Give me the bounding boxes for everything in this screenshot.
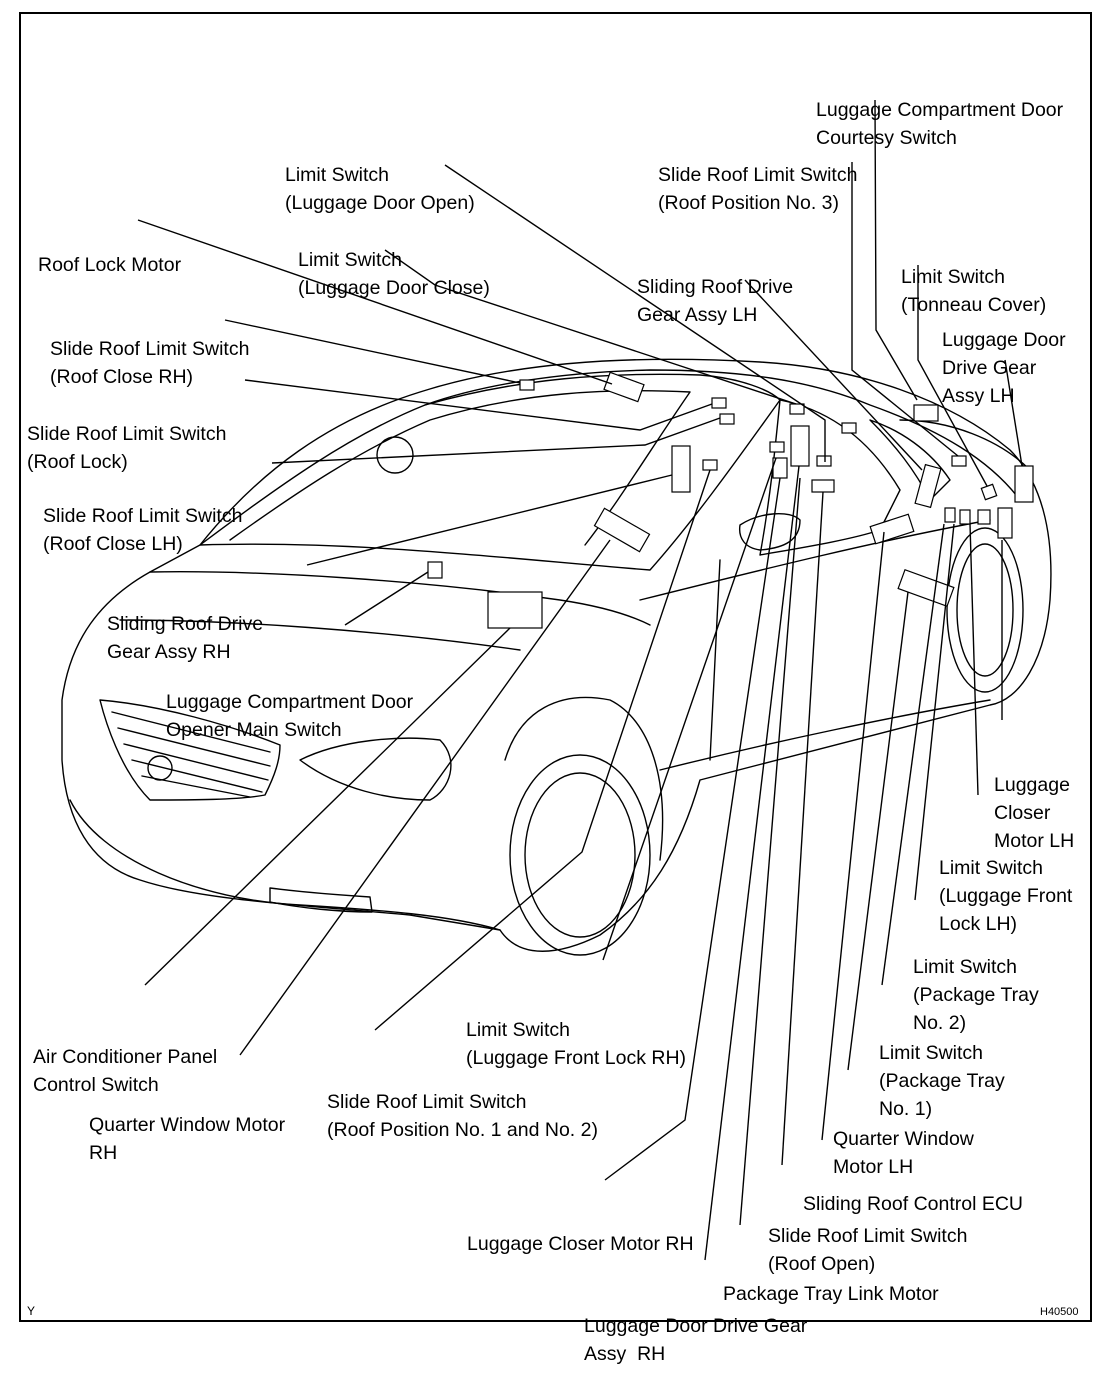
- switch-roof-pos12: [702, 459, 718, 471]
- headlight: [299, 737, 452, 801]
- opener-main-switch: [487, 591, 543, 629]
- label-limit-door-open: Limit Switch(Luggage Door Open): [285, 164, 475, 214]
- leader-roof-lock-motor: [137, 219, 613, 385]
- car-body-outline: [61, 358, 1052, 952]
- switch-package-tray-1: [841, 422, 857, 434]
- grille: [99, 699, 281, 801]
- switch-luggage-door-close: [789, 403, 805, 415]
- switch-roof-pos3: [951, 455, 967, 467]
- label-limit-tonneau: Limit Switch(Tonneau Cover): [901, 266, 1047, 316]
- leader-tonneau: [917, 265, 988, 487]
- luggage-closer-motor-lh-box: [977, 509, 991, 525]
- luggage-door-drive-lh: [1014, 465, 1034, 503]
- leader-slide-roof-lock: [244, 379, 713, 431]
- switch-tonneau: [980, 483, 998, 501]
- label-limit-front-lock-rh: Limit Switch(Luggage Front Lock RH): [466, 1019, 687, 1069]
- windshield-inner: [229, 390, 691, 546]
- leader-tray-link: [739, 477, 801, 1226]
- figure-code: H40500: [1040, 1306, 1079, 1318]
- leader-lug-door-gear-lh: [1004, 359, 1023, 467]
- leader-lug-opener: [344, 571, 429, 626]
- leader-limit-tray2: [914, 523, 955, 901]
- windshield-outline: [199, 373, 781, 571]
- door-line: [709, 559, 721, 761]
- leader-lug-door-gear-rh: [704, 465, 800, 1261]
- front-wheel: [509, 754, 651, 956]
- hood-line: [149, 571, 651, 626]
- leader-quarter-lh: [847, 591, 909, 1071]
- label-slide-roof-close-rh: Slide Roof Limit Switch(Roof Close RH): [50, 338, 250, 388]
- leader-closer-rh: [604, 477, 781, 1181]
- leader-roof-ecu: [821, 531, 885, 1141]
- leader-lug-courtesy: [874, 99, 918, 401]
- emblem: [147, 755, 173, 781]
- roof-lock-motor: [603, 371, 645, 403]
- leader-limit-front-lh: [969, 523, 979, 796]
- switch-roof-close-rh: [519, 379, 535, 391]
- switch-lug-courtesy: [913, 404, 939, 422]
- car-illustration: [61, 99, 1052, 1261]
- fog-lamp: [269, 887, 373, 913]
- leader-slide-open: [781, 491, 824, 1166]
- switch-luggage-door-open: [816, 455, 832, 467]
- leader-limit-open: [444, 164, 826, 462]
- leader-slide-close-lh: [271, 417, 721, 464]
- label-luggage-closer-rh: Luggage Closer Motor RH: [467, 1233, 694, 1255]
- leader-limit-close: [384, 249, 797, 405]
- label-limit-door-close: Limit Switch(Luggage Door Close): [298, 249, 490, 299]
- switch-front-lock-lh: [959, 509, 971, 525]
- rear-quarter-window: [869, 419, 951, 501]
- switch-roof-close-lh: [719, 413, 735, 425]
- leader-limit-tray1: [881, 523, 945, 986]
- leader-limit-front-rh: [602, 457, 777, 961]
- switch-package-tray-2: [944, 507, 956, 523]
- side-mirror: [738, 512, 801, 551]
- quarter-window-motor-rh: [593, 507, 651, 553]
- corner-mark: Y: [27, 1304, 36, 1318]
- label-slide-roof-close-lh: Slide Roof Limit Switch(Roof Close LH): [43, 505, 243, 555]
- sliding-roof-drive-rh: [671, 445, 691, 493]
- switch-roof-lock: [711, 397, 727, 409]
- leader-ac-panel: [144, 627, 511, 986]
- leader-slide-pos12: [374, 469, 711, 1031]
- hood-crease: [119, 619, 521, 651]
- rear-wheel: [946, 527, 1024, 693]
- diagram-frame: [19, 12, 1092, 1322]
- label-slide-roof-pos12: Slide Roof Limit Switch(Roof Position No…: [327, 1091, 598, 1141]
- luggage-door-drive-rh: [790, 425, 810, 467]
- front-bumper: [69, 799, 501, 931]
- switch-front-lock-rh: [769, 441, 785, 453]
- leader-quarter-rh: [239, 539, 611, 1056]
- leader-slide-close-rh: [224, 319, 521, 384]
- label-slide-roof-open: Slide Roof Limit Switch(Roof Open): [768, 1225, 968, 1275]
- sliding-roof-drive-lh: [914, 463, 942, 509]
- quarter-window-motor-lh: [897, 568, 955, 608]
- sliding-roof-ecu: [869, 513, 915, 545]
- label-slide-roof-lock: Slide Roof Limit Switch(Roof Lock): [27, 423, 227, 473]
- leader-sliding-drive-rh: [306, 474, 673, 566]
- sill-line: [659, 699, 991, 771]
- leader-sliding-drive-lh: [744, 279, 923, 471]
- label-slide-roof-pos3: Slide Roof Limit Switch(Roof Position No…: [658, 164, 858, 214]
- switch-roof-open: [811, 479, 835, 493]
- label-roof-lock-motor: Roof Lock Motor: [38, 254, 182, 276]
- label-package-tray-link-motor: Package Tray Link Motor: [723, 1283, 939, 1305]
- label-sliding-roof-ecu: Sliding Roof Control ECU: [803, 1193, 1024, 1215]
- luggage-closer-lh: [997, 507, 1013, 539]
- leader-slide-pos3: [851, 162, 959, 457]
- ac-panel-switch: [427, 561, 443, 579]
